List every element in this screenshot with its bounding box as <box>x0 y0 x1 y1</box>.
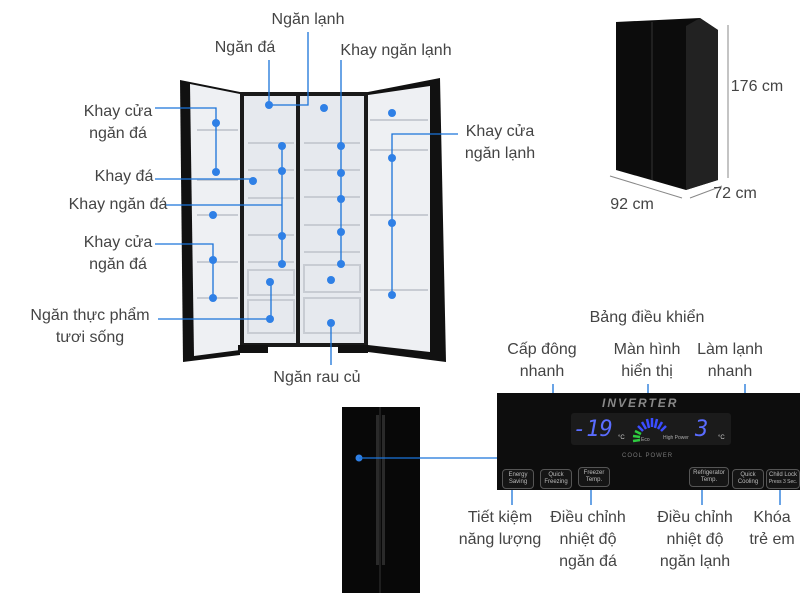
label-khay-ngan-da: Khay ngăn đá <box>68 196 168 213</box>
label-khay-ngan-lanh: Khay ngăn lạnh <box>340 42 452 59</box>
open-refrigerator <box>180 78 446 362</box>
text: Khay cửa <box>465 123 535 140</box>
text: nhiệt độ <box>666 531 724 548</box>
text: Làm lạnh <box>697 341 763 358</box>
label-quick-freeze: Cấp đông nhanh <box>507 339 576 383</box>
label-ngan-da: Ngăn đá <box>214 39 276 56</box>
inverter-logo: INVERTER <box>602 396 679 410</box>
text: Refrigerator <box>693 470 725 476</box>
text: ngăn lạnh <box>464 145 536 162</box>
display-screen: -19 °C Eco High Power 3 °C <box>571 413 731 445</box>
label-khay-cua-ngan-da-bottom: Khay cửa ngăn đá <box>84 232 153 276</box>
label-khay-da: Khay đá <box>94 168 154 185</box>
text: Tiết kiệm <box>467 509 533 526</box>
unit: °C <box>718 435 725 441</box>
label-quick-cool: Làm lạnh nhanh <box>697 339 763 383</box>
text: nhanh <box>707 363 753 380</box>
label-fridge-temp: Điều chỉnh nhiệt độ ngăn lạnh <box>657 507 733 573</box>
label-freezer-temp: Điều chỉnh nhiệt độ ngăn đá <box>550 507 626 573</box>
text: Press 3 Sec. <box>768 479 798 485</box>
text: ngăn lạnh <box>659 553 731 570</box>
text: Temp. <box>585 477 603 483</box>
refrigerator-dimension-view <box>609 18 729 199</box>
text: Quick <box>740 472 756 478</box>
label-khay-cua-ngan-lanh: Khay cửa ngăn lạnh <box>465 121 535 165</box>
label-energy-saving: Tiết kiệm năng lượng <box>459 507 542 551</box>
power-gauge-icon <box>632 418 667 443</box>
closed-refrigerator <box>342 407 500 593</box>
label-ngan-thuc-pham: Ngăn thực phẩm tươi sống <box>30 305 149 349</box>
text: năng lượng <box>458 531 542 548</box>
text: Điều chỉnh <box>657 509 733 526</box>
control-panel: INVERTER -19 °C Eco High Power 3 °C COOL… <box>497 393 800 490</box>
fridge-temp-value: 3 <box>695 417 709 442</box>
text: Ngăn thực phẩm <box>30 307 150 324</box>
label-ngan-rau-cu: Ngăn rau củ <box>273 369 361 386</box>
text: nhanh <box>519 363 565 380</box>
text: Cấp đông <box>507 341 577 358</box>
high-power-label: High Power <box>663 435 689 441</box>
text: Khay cửa <box>83 103 153 120</box>
text: Quick <box>548 472 564 478</box>
text: tươi sống <box>55 329 125 346</box>
text: Khay cửa <box>83 234 153 251</box>
marker-dots <box>209 101 396 327</box>
text: ngăn đá <box>559 553 617 570</box>
freezer-temp-value: -19 <box>573 417 613 442</box>
dimension-depth: 72 cm <box>713 185 757 202</box>
dimension-width: 92 cm <box>610 196 654 213</box>
control-panel-title: Bảng điều khiển <box>589 309 705 326</box>
text: Energy <box>508 472 528 478</box>
label-ngan-lanh: Ngăn lạnh <box>271 11 345 28</box>
text: Cooling <box>737 479 759 485</box>
text: trẻ em <box>749 531 795 548</box>
label-khay-cua-ngan-da-top: Khay cửa ngăn đá <box>84 101 153 145</box>
text: Freezer <box>583 470 605 476</box>
text: Màn hình <box>613 341 681 358</box>
text: Điều chỉnh <box>550 509 626 526</box>
text: Saving <box>508 479 528 485</box>
cool-power-label: COOL POWER <box>622 453 674 459</box>
text: hiển thị <box>621 363 673 380</box>
unit: °C <box>618 435 625 441</box>
text: ngăn đá <box>89 256 147 273</box>
eco-label: Eco <box>641 437 650 443</box>
text: Child Lock <box>768 472 797 478</box>
text: nhiệt độ <box>559 531 617 548</box>
text: Temp. <box>700 477 718 483</box>
text: Freezing <box>544 479 568 485</box>
label-child-lock: Khóa trẻ em <box>749 507 794 551</box>
text: Khóa <box>753 509 791 526</box>
text: ngăn đá <box>89 125 147 142</box>
dimension-height: 176 cm <box>730 78 784 95</box>
label-display: Màn hình hiển thị <box>614 339 681 383</box>
leader-lines <box>155 32 458 365</box>
